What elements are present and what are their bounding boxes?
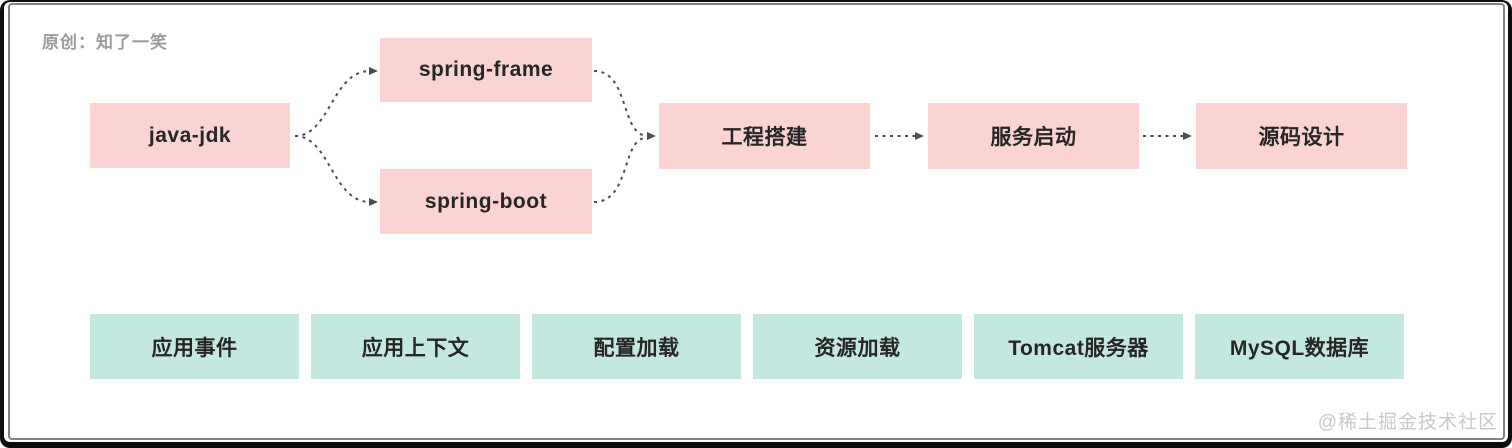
pipeline-node-tomcat-server: Tomcat服务器 <box>974 314 1183 379</box>
flow-node-java-jdk: java-jdk <box>90 103 290 168</box>
pipeline-node-app-context: 应用上下文 <box>311 314 520 379</box>
flow-node-spring-frame: spring-frame <box>380 38 592 102</box>
edge-springframe-to-projectsetup <box>593 70 656 140</box>
flow-node-project-setup: 工程搭建 <box>659 103 870 169</box>
pipeline-node-config-load: 配置加载 <box>532 314 741 379</box>
flow-node-service-start: 服务启动 <box>928 103 1139 169</box>
edge-springboot-to-projectsetup <box>593 137 646 203</box>
flow-node-spring-boot: spring-boot <box>380 169 592 234</box>
pipeline-node-mysql-database: MySQL数据库 <box>1195 314 1404 379</box>
pipeline-node-app-events: 应用事件 <box>90 314 299 379</box>
author-watermark: 原创：知了一笑 <box>42 33 168 52</box>
pipeline-node-resource-load: 资源加载 <box>753 314 962 379</box>
diagram-canvas: 原创：知了一笑 java-jdk spring-frame spring-boo… <box>4 2 1508 442</box>
site-watermark: @稀土掘金技术社区 <box>1317 412 1498 433</box>
edge-javajdk-to-springframe <box>294 67 378 137</box>
flow-node-source-design: 源码设计 <box>1196 103 1407 169</box>
edge-javajdk-to-springboot <box>294 135 378 206</box>
